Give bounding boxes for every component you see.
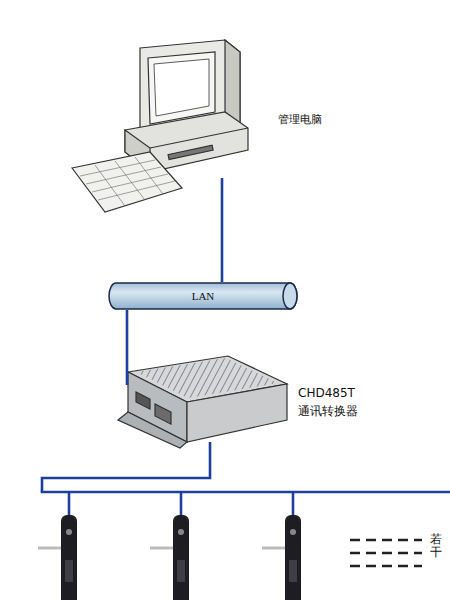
bus-label: LAN (108, 282, 298, 310)
continuation-dashes (350, 540, 422, 566)
device-node: CHD485T 通讯转换器 (125, 385, 290, 442)
lan-bus: LAN (108, 282, 298, 310)
device-label: CHD485T 通讯转换器 (298, 384, 366, 420)
lock-devices (38, 515, 301, 600)
bus-wiring (41, 442, 450, 516)
device-node: 管理电脑 (95, 40, 250, 178)
network-link (221, 178, 224, 282)
device-label: 管理电脑 (278, 112, 358, 129)
converter-illustration (118, 356, 287, 448)
network-link (126, 310, 129, 385)
note-label: 若干 (430, 533, 442, 559)
